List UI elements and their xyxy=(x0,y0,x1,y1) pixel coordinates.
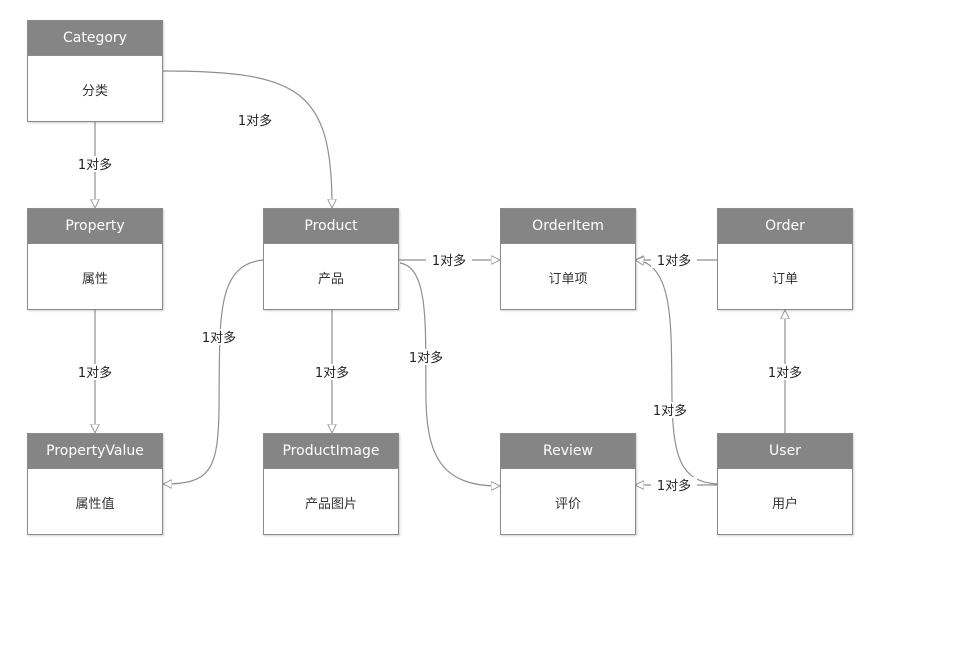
entity-order[interactable]: Order 订单 xyxy=(717,208,853,310)
entity-label: 产品图片 xyxy=(304,496,357,512)
entity-productimage[interactable]: ProductImage 产品图片 xyxy=(263,433,399,535)
label-product-review: 1对多 xyxy=(409,350,443,366)
entity-property[interactable]: Property 属性 xyxy=(27,208,163,310)
label-user-review: 1对多 xyxy=(657,478,691,494)
entity-label: 用户 xyxy=(771,496,798,512)
entity-title: ProductImage xyxy=(264,434,398,469)
entity-propertyvalue[interactable]: PropertyValue 属性值 xyxy=(27,433,163,535)
label-user-orderitem: 1对多 xyxy=(653,403,687,419)
entity-label: 订单项 xyxy=(548,271,588,287)
entity-label: 属性 xyxy=(81,271,108,287)
entity-product[interactable]: Product 产品 xyxy=(263,208,399,310)
entity-label: 产品 xyxy=(317,271,344,287)
label-product-orderitem: 1对多 xyxy=(432,253,466,269)
entity-orderitem[interactable]: OrderItem 订单项 xyxy=(500,208,636,310)
label-user-order: 1对多 xyxy=(768,365,802,381)
entity-label: 订单 xyxy=(771,271,798,287)
entity-title: Review xyxy=(501,434,635,469)
label-property-propertyvalue: 1对多 xyxy=(78,365,112,381)
entity-user[interactable]: User 用户 xyxy=(717,433,853,535)
label-product-productimage: 1对多 xyxy=(315,365,349,381)
edge-product-review xyxy=(399,262,499,486)
entity-label: 属性值 xyxy=(75,496,115,512)
edge-labels: 1对多 1对多 1对多 1对多 1对多 1对多 1对多 1对多 1对多 1对多 … xyxy=(72,112,808,494)
entity-category[interactable]: Category 分类 xyxy=(27,20,163,122)
entity-title: Order xyxy=(718,209,852,244)
entity-title: OrderItem xyxy=(501,209,635,244)
entity-title: Category xyxy=(28,21,162,56)
entity-label: 分类 xyxy=(81,83,108,99)
edge-category-product xyxy=(162,70,332,207)
entity-title: Product xyxy=(264,209,398,244)
label-product-propertyvalue: 1对多 xyxy=(202,330,236,346)
entity-label: 评价 xyxy=(554,496,581,512)
label-order-orderitem: 1对多 xyxy=(657,253,691,269)
entity-review[interactable]: Review 评价 xyxy=(500,433,636,535)
edge-product-propertyvalue xyxy=(164,259,264,484)
label-category-product: 1对多 xyxy=(238,113,272,129)
entity-title: Property xyxy=(28,209,162,244)
label-category-property: 1对多 xyxy=(78,157,112,173)
entity-title: PropertyValue xyxy=(28,434,162,469)
edge-user-orderitem xyxy=(636,260,718,485)
entity-title: User xyxy=(718,434,852,469)
